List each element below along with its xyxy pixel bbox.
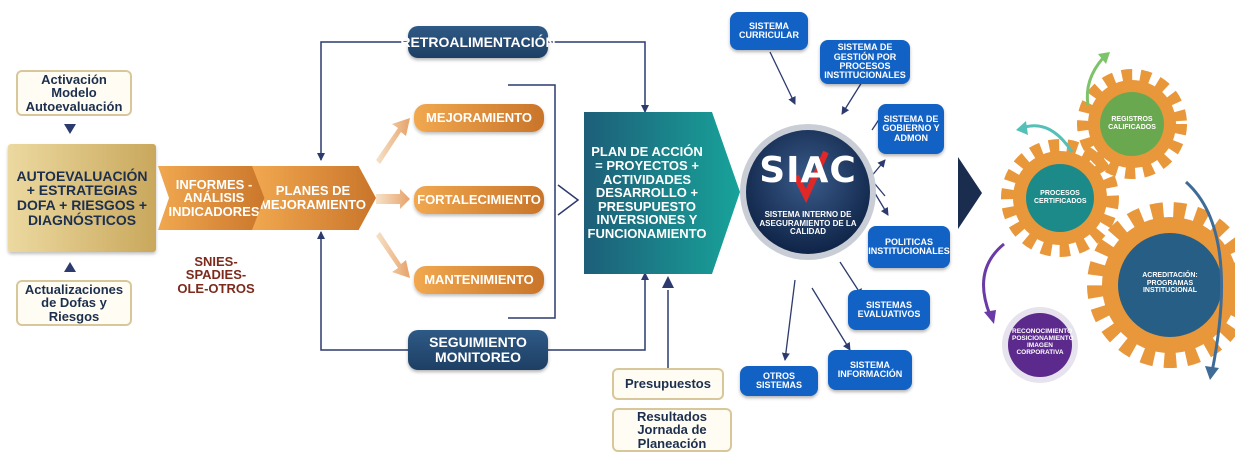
resultados-label: Resultados Jornada de Planeación	[636, 408, 708, 451]
flow-chevron	[958, 157, 982, 229]
politicas-box: POLITICAS INSTITUCIONALES	[868, 226, 950, 268]
seguimiento-label: SEGUIMIENTO MONITOREO	[429, 334, 527, 365]
presupuestos-box: Presupuestos	[612, 368, 724, 400]
sistemas-evaluativos-box: SISTEMAS EVALUATIVOS	[848, 290, 930, 330]
informes-box: INFORMES - ANÁLISIS INDICADORES	[158, 166, 268, 230]
mejoramiento-label: MEJORAMIENTO	[426, 110, 532, 126]
activacion-label: Activación Modelo Autoevaluación	[25, 71, 123, 114]
actualizaciones-label: Actualizaciones de Dofas y Riesgos	[24, 281, 124, 324]
gear-registros	[1077, 69, 1187, 179]
registros-label: REGISTROS CALIFICADOS	[1108, 116, 1156, 131]
mantenimiento-label: MANTENIMIENTO	[424, 272, 534, 288]
retroalimentacion-box: RETROALIMENTACIÓN	[400, 26, 556, 58]
snies-label: SNIES-SPADIES-OLE-OTROS	[177, 253, 255, 296]
sistema-informacion-label: SISTEMA INFORMACIÓN	[837, 359, 903, 379]
mejoramiento-box: MEJORAMIENTO	[414, 104, 544, 132]
siac-name: SISTEMA INTERNO DE ASEGURAMIENTO DE LA C…	[752, 204, 864, 244]
siac-logo-text: SIAC	[759, 150, 857, 192]
procesos-label: PROCESOS CERTIFICADOS	[1034, 190, 1087, 205]
retroalimentacion-label: RETROALIMENTACIÓN	[400, 33, 556, 50]
gear-acreditacion	[1087, 202, 1235, 368]
politicas-label: POLITICAS INSTITUCIONALES	[868, 236, 950, 256]
actualizaciones-box: Actualizaciones de Dofas y Riesgos	[16, 280, 132, 326]
resultados-box: Resultados Jornada de Planeación	[612, 408, 732, 452]
mantenimiento-box: MANTENIMIENTO	[414, 266, 544, 294]
sistema-curricular-box: SISTEMA CURRICULAR	[730, 12, 808, 50]
checkmark-icon	[793, 150, 829, 203]
branch-arrows	[376, 118, 410, 278]
gear-procesos	[1001, 139, 1119, 257]
sistema-curricular-label: SISTEMA CURRICULAR	[739, 20, 799, 40]
plan-accion-text: PLAN DE ACCIÓN = PROYECTOS + ACTIVIDADES…	[584, 114, 710, 272]
informes-label: INFORMES - ANÁLISIS INDICADORES	[168, 176, 260, 219]
sistema-gestion-label: SISTEMA DE GESTIÓN POR PROCESOS INSTITUC…	[824, 42, 906, 81]
autoevaluacion-box: AUTOEVALUACIÓN + ESTRATEGIAS DOFA + RIES…	[8, 144, 156, 252]
siac-name-label: SISTEMA INTERNO DE ASEGURAMIENTO DE LA C…	[759, 210, 857, 237]
reconocimiento-circle	[1008, 313, 1072, 377]
cycle-arrows	[982, 52, 1224, 380]
fortalecimiento-box: FORTALECIMIENTO	[414, 186, 544, 214]
fortalecimiento-label: FORTALECIMIENTO	[417, 192, 541, 208]
sistemas-evaluativos-label: SISTEMAS EVALUATIVOS	[857, 299, 921, 319]
planes-box: PLANES DE MEJORAMIENTO	[252, 166, 376, 230]
feedback-loop-lines	[317, 41, 649, 351]
sistema-gobierno-label: SISTEMA DE GOBIERNO Y ADMON	[882, 113, 940, 143]
reconocimiento-label: RECONOCIMIENTO POSICIONAMIENTO IMAGEN CO…	[1012, 328, 1074, 357]
autoevaluacion-label: AUTOEVALUACIÓN + ESTRATEGIAS DOFA + RIES…	[16, 167, 148, 228]
sistema-gobierno-box: SISTEMA DE GOBIERNO Y ADMON	[878, 104, 944, 154]
sistema-informacion-box: SISTEMA INFORMACIÓN	[828, 350, 912, 390]
activacion-box: Activación Modelo Autoevaluación	[16, 70, 132, 116]
siac-logo: SIAC	[758, 150, 858, 192]
seguimiento-box: SEGUIMIENTO MONITOREO	[408, 330, 548, 370]
plan-accion-label: PLAN DE ACCIÓN = PROYECTOS + ACTIVIDADES…	[587, 144, 707, 242]
input-arrows	[64, 124, 674, 288]
otros-sistemas-box: OTROS SISTEMAS	[740, 366, 818, 396]
presupuestos-label: Presupuestos	[625, 376, 711, 392]
acreditacion-label: ACREDITACIÓN: PROGRAMAS INSTITUCIONAL	[1142, 272, 1198, 295]
otros-sistemas-label: OTROS SISTEMAS	[755, 370, 802, 390]
planes-label: PLANES DE MEJORAMIENTO	[260, 183, 366, 212]
plan-accion-shape	[584, 112, 740, 274]
sistema-gestion-box: SISTEMA DE GESTIÓN POR PROCESOS INSTITUC…	[820, 40, 910, 84]
